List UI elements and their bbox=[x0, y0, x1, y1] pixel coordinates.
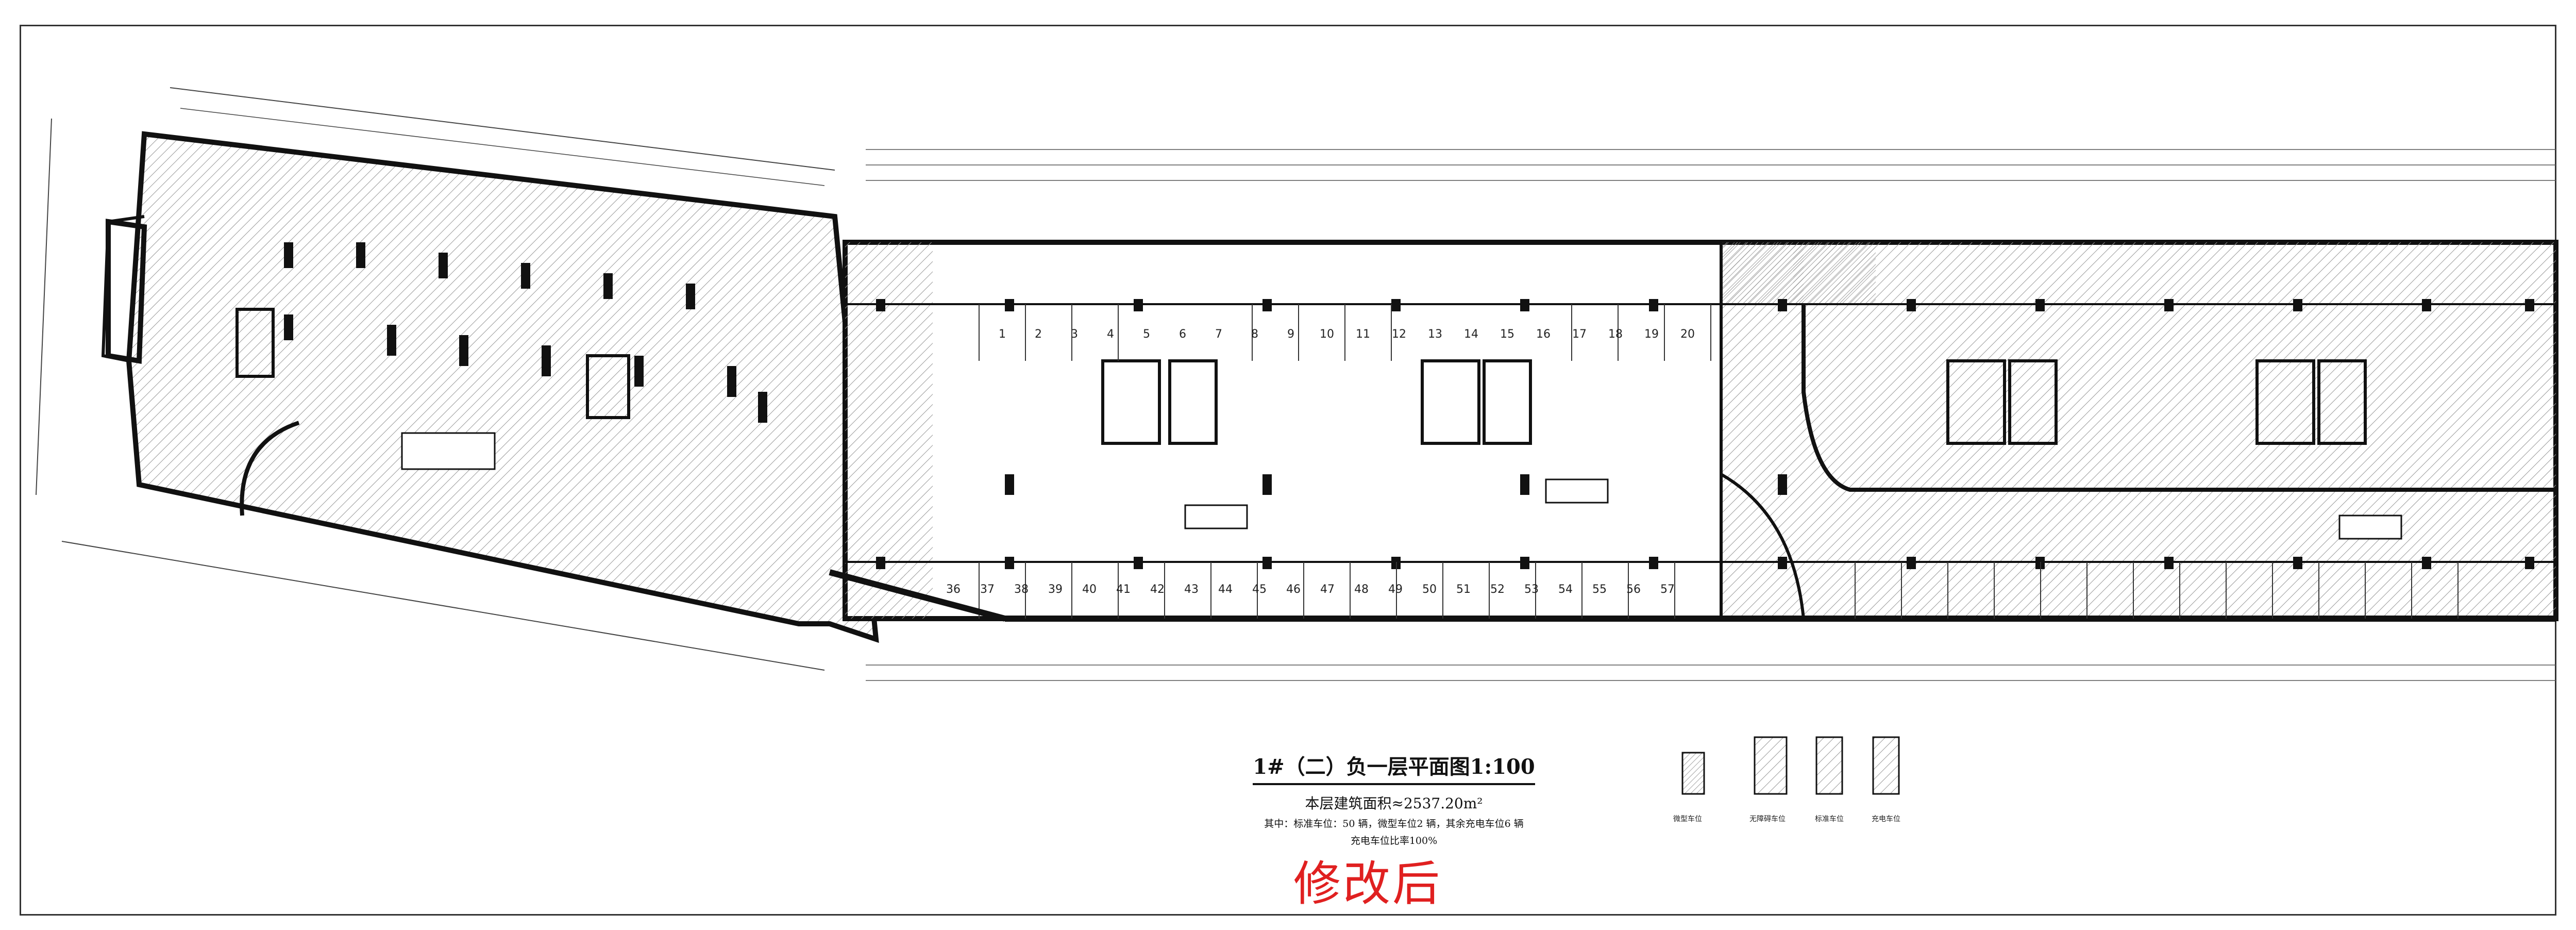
parking-number: 16 bbox=[1536, 328, 1551, 341]
legend-label: 标准车位 bbox=[1815, 815, 1844, 823]
parking-number: 20 bbox=[1680, 328, 1695, 341]
lower-parking-numbers: 36 37 38 39 40 41 42 43 44 45 46 47 48 49 50 51 52 53 54 55… bbox=[946, 583, 1675, 596]
drawing-title-block: 1#（二）负一层平面图1:100 本层建筑面积≈2537.20m² 其中：标准车… bbox=[1247, 750, 1541, 847]
parking-number: 53 bbox=[1524, 583, 1539, 596]
parking-number: 49 bbox=[1388, 583, 1403, 596]
parking-number: 10 bbox=[1320, 328, 1334, 341]
parking-number: 19 bbox=[1644, 328, 1659, 341]
parking-number: 43 bbox=[1184, 583, 1199, 596]
parking-number: 38 bbox=[1014, 583, 1029, 596]
parking-number: 39 bbox=[1048, 583, 1063, 596]
parking-number: 47 bbox=[1320, 583, 1335, 596]
parking-number: 6 bbox=[1179, 328, 1186, 341]
parking-number: 12 bbox=[1392, 328, 1406, 341]
main-body bbox=[843, 240, 2558, 622]
left-wing bbox=[36, 87, 879, 671]
parking-number: 48 bbox=[1354, 583, 1369, 596]
parking-number: 3 bbox=[1071, 328, 1078, 341]
parking-number: 13 bbox=[1428, 328, 1442, 341]
legend-label: 无障碍车位 bbox=[1749, 815, 1786, 823]
parking-number: 36 bbox=[946, 583, 961, 596]
parking-number: 15 bbox=[1500, 328, 1514, 341]
parking-number: 50 bbox=[1422, 583, 1437, 596]
parking-number: 52 bbox=[1490, 583, 1505, 596]
parking-number: 18 bbox=[1608, 328, 1623, 341]
legend-label: 微型车位 bbox=[1673, 815, 1702, 823]
parking-number: 4 bbox=[1107, 328, 1114, 341]
parking-number: 17 bbox=[1572, 328, 1587, 341]
boundary-wall bbox=[829, 569, 1006, 622]
parking-number: 40 bbox=[1082, 583, 1097, 596]
parking-number: 2 bbox=[1035, 328, 1042, 341]
grid-axes bbox=[866, 149, 2556, 681]
legend-icons bbox=[1681, 736, 1900, 795]
area-line: 本层建筑面积≈2537.20m² bbox=[1305, 795, 1483, 812]
parking-number: 44 bbox=[1218, 583, 1233, 596]
parking-number: 37 bbox=[980, 583, 995, 596]
legend-item-standard: 标准车位 bbox=[1798, 809, 1860, 824]
parking-number: 46 bbox=[1286, 583, 1301, 596]
legend-label: 充电车位 bbox=[1872, 815, 1900, 823]
parking-number: 7 bbox=[1215, 328, 1222, 341]
parking-number: 54 bbox=[1558, 583, 1573, 596]
parking-number: 8 bbox=[1251, 328, 1258, 341]
parking-number: 56 bbox=[1626, 583, 1641, 596]
parking-number: 11 bbox=[1356, 328, 1370, 341]
revision-stamp: 修改后 bbox=[1293, 856, 1442, 911]
parking-number: 42 bbox=[1150, 583, 1165, 596]
parking-number: 51 bbox=[1456, 583, 1471, 596]
drawing-title: 1#（二）负一层平面图1:100 bbox=[1253, 750, 1535, 785]
parking-number: 45 bbox=[1252, 583, 1267, 596]
detail-line-1: 其中：标准车位：50 辆，微型车位2 辆，其余充电车位6 辆 bbox=[1264, 818, 1524, 829]
parking-number: 5 bbox=[1143, 328, 1150, 341]
parking-number: 41 bbox=[1116, 583, 1131, 596]
parking-number: 14 bbox=[1464, 328, 1478, 341]
legend-item-mini: 微型车位 bbox=[1657, 809, 1719, 824]
parking-number: 9 bbox=[1287, 328, 1294, 341]
legend-item-accessible: 无障碍车位 bbox=[1737, 809, 1798, 824]
parking-number: 1 bbox=[999, 328, 1006, 341]
detail-line-2: 充电车位比率100% bbox=[1350, 835, 1438, 846]
parking-number: 57 bbox=[1660, 583, 1675, 596]
parking-number: 55 bbox=[1592, 583, 1607, 596]
legend-item-charging: 充电车位 bbox=[1855, 809, 1917, 824]
